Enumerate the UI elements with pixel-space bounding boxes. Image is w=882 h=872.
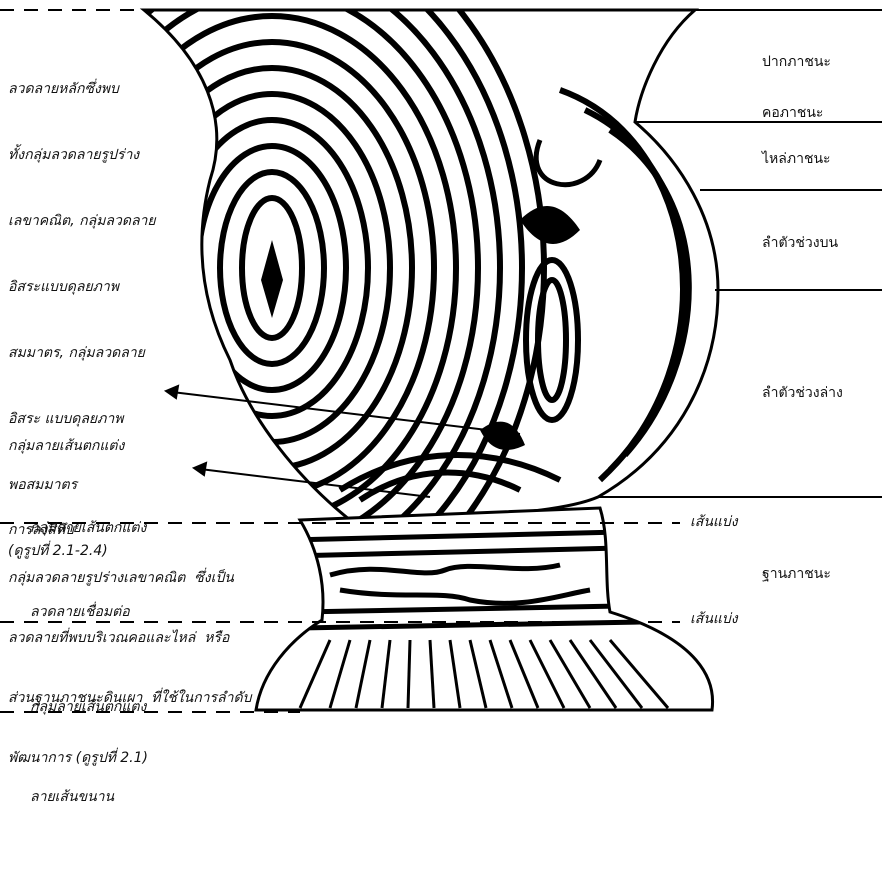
label-mouth: ปากภาชนะ (762, 51, 831, 73)
label-neck: คอภาชนะ (762, 102, 823, 124)
note-line: กลุ่มลายเส้นตกแต่ง (8, 432, 124, 460)
arrowhead-connected (194, 463, 206, 475)
label-upper-body: ลำตัวช่วงบน (762, 232, 838, 254)
note-line: ลายเส้นขนาน (30, 782, 146, 812)
note-line: กลุ่มลวดลายรูปร่างเลขาคณิต ซึ่งเป็น (8, 568, 251, 588)
arrowhead-solid-fill (166, 386, 178, 398)
note-line: สมมาตร, กลุ่มลวดลาย (8, 342, 156, 364)
parallel-lines-note: กลุ่มลายเส้นตกแต่ง ลายเส้นขนาน (30, 632, 146, 872)
vessel-base-group (256, 508, 713, 710)
label-divider-2: เส้นแบ่ง (690, 608, 738, 630)
label-shoulder: ไหล่ภาชนะ (762, 148, 831, 170)
note-line: อิสระแบบดุลยภาพ (8, 276, 156, 298)
label-divider-1: เส้นแบ่ง (690, 511, 738, 533)
note-line: เลขาคณิต, กลุ่มลวดลาย (8, 210, 156, 232)
label-lower-body: ลำตัวช่วงล่าง (762, 382, 843, 404)
vessel-diagram: ลวดลายหลักซึ่งพบ ทั้งกลุ่มลวดลายรูปร่าง … (0, 0, 882, 717)
note-line: ลวดลายหลักซึ่งพบ (8, 78, 156, 100)
label-base: ฐานภาชนะ (762, 563, 831, 585)
note-line: ทั้งกลุ่มลวดลายรูปร่าง (8, 144, 156, 166)
note-line: กลุ่มลายเส้นตกแต่ง (30, 692, 146, 722)
